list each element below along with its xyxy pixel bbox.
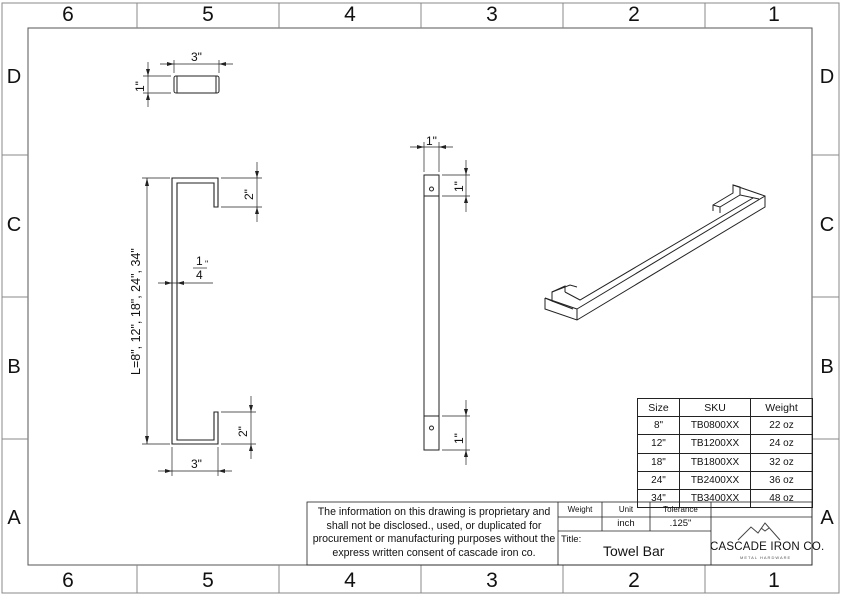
table-cell: 36 oz <box>750 470 813 490</box>
dim-front-leg-bottom: 2" <box>236 426 250 437</box>
title-block <box>306 501 813 566</box>
zone-col-3-bottom: 3 <box>486 569 498 592</box>
zone-row-a-right: A <box>820 507 834 529</box>
tolerance-label: Tolerance <box>663 505 698 514</box>
zone-col-6-bottom: 6 <box>62 569 74 592</box>
proprietary-notice: The information on this drawing is propr… <box>312 506 556 559</box>
table-cell: TB1800XX <box>679 452 751 472</box>
table-cell: 24 oz <box>750 434 813 454</box>
zone-ticks <box>2 3 839 593</box>
dim-front-leg-top: 2" <box>242 189 256 200</box>
table-cell: 12" <box>637 434 680 454</box>
zone-col-3: 3 <box>486 3 498 26</box>
table-row: 24" TB2400XX 36 oz <box>637 470 813 490</box>
sku-header-size: Size <box>637 397 680 418</box>
zone-col-4: 4 <box>344 3 356 26</box>
zone-col-5: 5 <box>202 3 214 26</box>
table-row: 12" TB1200XX 24 oz <box>637 434 813 454</box>
table-row: 18" TB1800XX 32 oz <box>637 452 813 472</box>
dim-side-view-width: 1" <box>426 134 437 148</box>
front-view-dimensions <box>142 162 262 476</box>
zone-row-a: A <box>7 507 21 529</box>
dim-thickness-numerator: 1 <box>196 254 203 268</box>
weight-label: Weight <box>567 505 593 514</box>
company-name: CASCADE IRON CO. <box>710 541 825 553</box>
zone-col-6: 6 <box>62 3 74 26</box>
table-cell: 32 oz <box>750 452 813 472</box>
zone-row-b-right: B <box>820 356 834 378</box>
dim-side-top-hole: 1" <box>452 181 466 192</box>
table-cell: 8" <box>637 416 680 436</box>
table-row: 8" TB0800XX 22 oz <box>637 416 813 436</box>
unit-value: inch <box>617 518 635 529</box>
table-cell: TB1200XX <box>679 434 751 454</box>
dim-thickness-unit: " <box>205 259 209 269</box>
company-tagline: METAL HARDWARE <box>740 555 792 560</box>
title-label: Title: <box>561 534 582 545</box>
sku-table-header: Size SKU Weight <box>637 397 813 418</box>
tolerance-value: .125" <box>669 518 692 529</box>
drawing-title: Towel Bar <box>603 543 665 559</box>
zone-col-4-bottom: 4 <box>344 569 356 592</box>
zone-col-1-bottom: 1 <box>768 569 780 592</box>
side-view <box>423 174 440 451</box>
unit-label: Unit <box>618 505 634 514</box>
dim-side-bottom-hole: 1" <box>452 433 466 444</box>
zone-row-c: C <box>6 214 22 236</box>
zone-col-5-bottom: 5 <box>202 569 214 592</box>
sku-header-sku: SKU <box>679 397 751 418</box>
zone-row-d: D <box>6 66 22 88</box>
table-row: 34" TB3400XX 48 oz <box>637 488 813 509</box>
zone-row-c-right: C <box>819 214 835 236</box>
zone-row-b: B <box>7 356 21 378</box>
table-cell: 34" <box>637 488 680 509</box>
dim-front-length: L=8", 12", 18", 24", 34" <box>129 248 143 375</box>
table-cell: 24" <box>637 470 680 490</box>
table-cell: 48 oz <box>750 488 813 509</box>
dim-top-view-height: 1" <box>133 81 147 92</box>
side-view-dimensions <box>410 142 470 465</box>
zone-col-2-bottom: 2 <box>628 569 640 592</box>
dim-top-view-width: 3" <box>191 50 202 64</box>
top-view <box>143 60 233 107</box>
zone-row-d-right: D <box>819 66 835 88</box>
table-cell: TB0800XX <box>679 416 751 436</box>
isometric-view <box>544 184 766 321</box>
table-cell: 18" <box>637 452 680 472</box>
company-logo-mark <box>737 522 781 541</box>
zone-col-2: 2 <box>628 3 640 26</box>
zone-col-1: 1 <box>768 3 780 26</box>
table-cell: TB2400XX <box>679 470 751 490</box>
dim-thickness-denominator: 4 <box>196 268 203 282</box>
sku-table: Size SKU Weight 8" TB0800XX 22 oz 12" TB… <box>637 397 813 509</box>
sku-header-weight: Weight <box>750 397 813 418</box>
front-view-bar <box>171 177 219 445</box>
dim-front-bottom-width: 3" <box>191 457 202 471</box>
table-cell: 22 oz <box>750 416 813 436</box>
